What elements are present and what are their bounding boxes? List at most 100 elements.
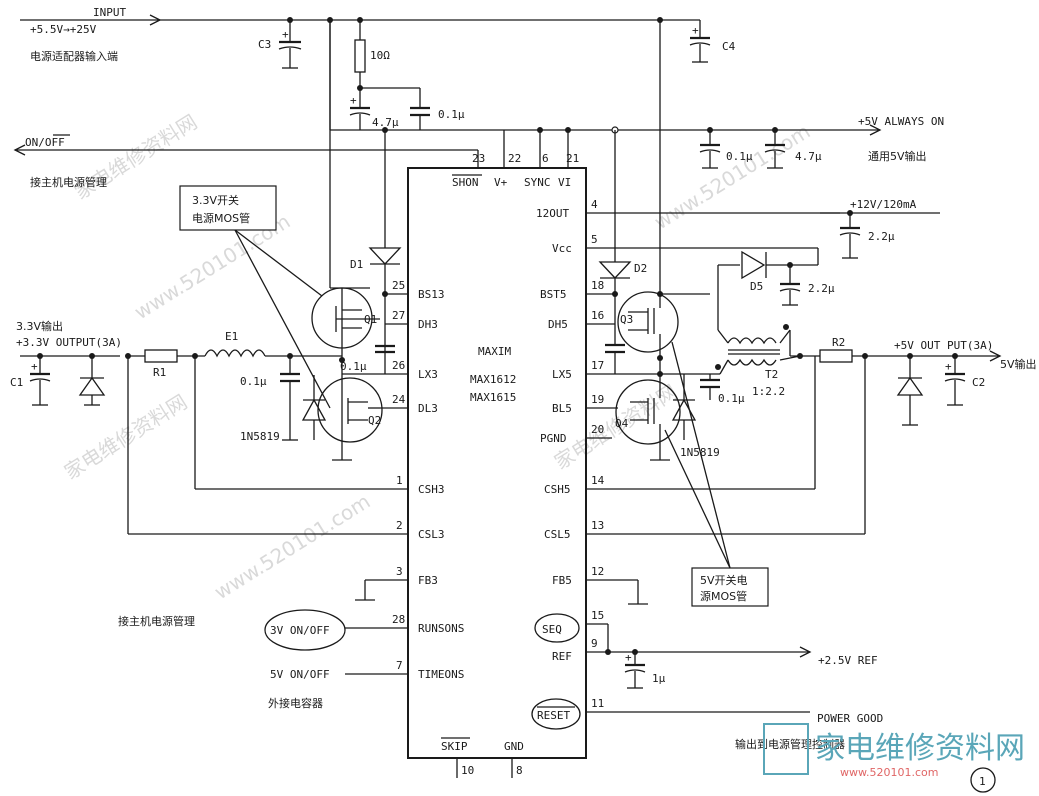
site-logo: 家电维修资料网 www.520101.com [763, 723, 1025, 779]
ref-out-label: +2.5V REF [818, 654, 878, 667]
power-good-desc: 输出到电源管理控制器 [735, 737, 845, 751]
pin-name: SKIP [441, 740, 468, 753]
watermark: 家电维修资料网 [60, 390, 191, 485]
svg-text:+: + [945, 360, 952, 373]
pin-name: Vcc [552, 242, 572, 255]
svg-text:+: + [625, 651, 632, 664]
pin-name: DH5 [548, 318, 568, 331]
svg-text:+: + [692, 24, 699, 37]
mos5-note-line2: 源MOS管 [700, 589, 747, 603]
input-range: +5.5V→+25V [30, 23, 97, 36]
out33-cn: 3.3V输出 [16, 319, 63, 333]
out5-label: +5V OUT PUT(3A) [894, 339, 993, 352]
c1-label: C1 [10, 376, 23, 389]
pin-num: 26 [392, 359, 405, 372]
pin-name: CSH5 [544, 483, 571, 496]
cap01c-label: 0.1μ [240, 375, 267, 388]
pin-num: 22 [508, 152, 521, 165]
cap01a-label: 0.1μ [438, 108, 465, 121]
pin-name: TIMEONS [418, 668, 464, 681]
ext-cap-desc: 外接电容器 [268, 696, 323, 710]
pin-name: VI [558, 176, 571, 189]
watermark: www.520101.com [650, 119, 815, 234]
pin-name: CSL3 [418, 528, 445, 541]
mos33-note-line1: 3.3V开关 [192, 193, 239, 207]
pin-num: 27 [392, 309, 405, 322]
pin-name: REF [552, 650, 572, 663]
pin-num: 10 [461, 764, 474, 777]
pin-num: 21 [566, 152, 579, 165]
on5v-label: 5V ON/OFF [270, 668, 330, 681]
mos5-note-box [691, 567, 769, 607]
logo-text: 家电维修资料网 [815, 731, 1025, 766]
pin-num: 3 [396, 565, 403, 578]
pin-name: DH3 [418, 318, 438, 331]
q4-label: Q4 [615, 417, 629, 430]
c3-label: C3 [258, 38, 271, 51]
pin-name: LX3 [418, 368, 438, 381]
pin-name: CSL5 [544, 528, 571, 541]
pin-num: 7 [396, 659, 403, 672]
diode1-label: 1N5819 [240, 430, 280, 443]
pin-name: DL3 [418, 402, 438, 415]
mos33-note-line2: 电源MOS管 [192, 211, 250, 225]
pin-num: 28 [392, 613, 405, 626]
always-on-desc: 通用5V输出 [868, 149, 927, 163]
logo-url: www.520101.com [840, 766, 938, 779]
always-on-label: +5V ALWAYS ON [858, 115, 944, 128]
seq-oval [534, 613, 580, 643]
r2-label: R2 [832, 336, 845, 349]
pin-num: 16 [591, 309, 604, 322]
q1-label: Q1 [364, 313, 377, 326]
pin-name: BS13 [418, 288, 445, 301]
pin-num: 1 [396, 474, 403, 487]
reset-oval [531, 698, 581, 730]
input-label: INPUT [93, 6, 126, 19]
watermark: www.520101.com [210, 489, 375, 604]
pin-num: 25 [392, 279, 405, 292]
q2-label: Q2 [368, 414, 381, 427]
t2-ratio: 1:2.2 [752, 385, 785, 398]
mos5-note-line1: 5V开关电 [700, 573, 748, 587]
out5-cn: 5V输出 [1000, 357, 1037, 371]
pin-num: 13 [591, 519, 604, 532]
q2-mosfet [317, 377, 383, 443]
svg-text:+: + [350, 94, 357, 107]
plus12-label: +12V/120mA [850, 198, 917, 211]
pin-name: PGND [540, 432, 567, 445]
pin-name: SHON [452, 176, 479, 189]
ic-model-2: MAX1615 [470, 391, 516, 404]
c4-label: C4 [722, 40, 736, 53]
pin-name: LX5 [552, 368, 572, 381]
on-off-desc: 接主机电源管理 [30, 175, 107, 189]
input-desc: 电源适配器输入端 [30, 49, 118, 63]
on-off-label: ON/OFF [25, 136, 65, 149]
pin-name: BL5 [552, 402, 572, 415]
pin-num: 9 [591, 637, 598, 650]
pin-num: 11 [591, 697, 604, 710]
ic-brand: MAXIM [478, 345, 511, 358]
on3v-label: 3V ON/OFF [270, 624, 330, 637]
pin-num: 24 [392, 393, 406, 406]
pin-name: BST5 [540, 288, 567, 301]
pin-num: 19 [591, 393, 604, 406]
t2-label: T2 [765, 368, 778, 381]
cap47b-label: 4.7μ [795, 150, 822, 163]
pin-num: 6 [542, 152, 549, 165]
r1-label: R1 [153, 366, 166, 379]
mos33-note-box [179, 185, 277, 231]
out33-label: +3.3V OUTPUT(3A) [16, 336, 122, 349]
pin-num: 17 [591, 359, 604, 372]
pin-num: 18 [591, 279, 604, 292]
pin-name: GND [504, 740, 524, 753]
e1-label: E1 [225, 330, 238, 343]
pin-num: 14 [591, 474, 605, 487]
pin-num: 20 [591, 423, 604, 436]
cap22b-label: 2.2μ [808, 282, 835, 295]
cap01b-label: 0.1μ [726, 150, 753, 163]
pin-num: 12 [591, 565, 604, 578]
pin-num: 5 [591, 233, 598, 246]
